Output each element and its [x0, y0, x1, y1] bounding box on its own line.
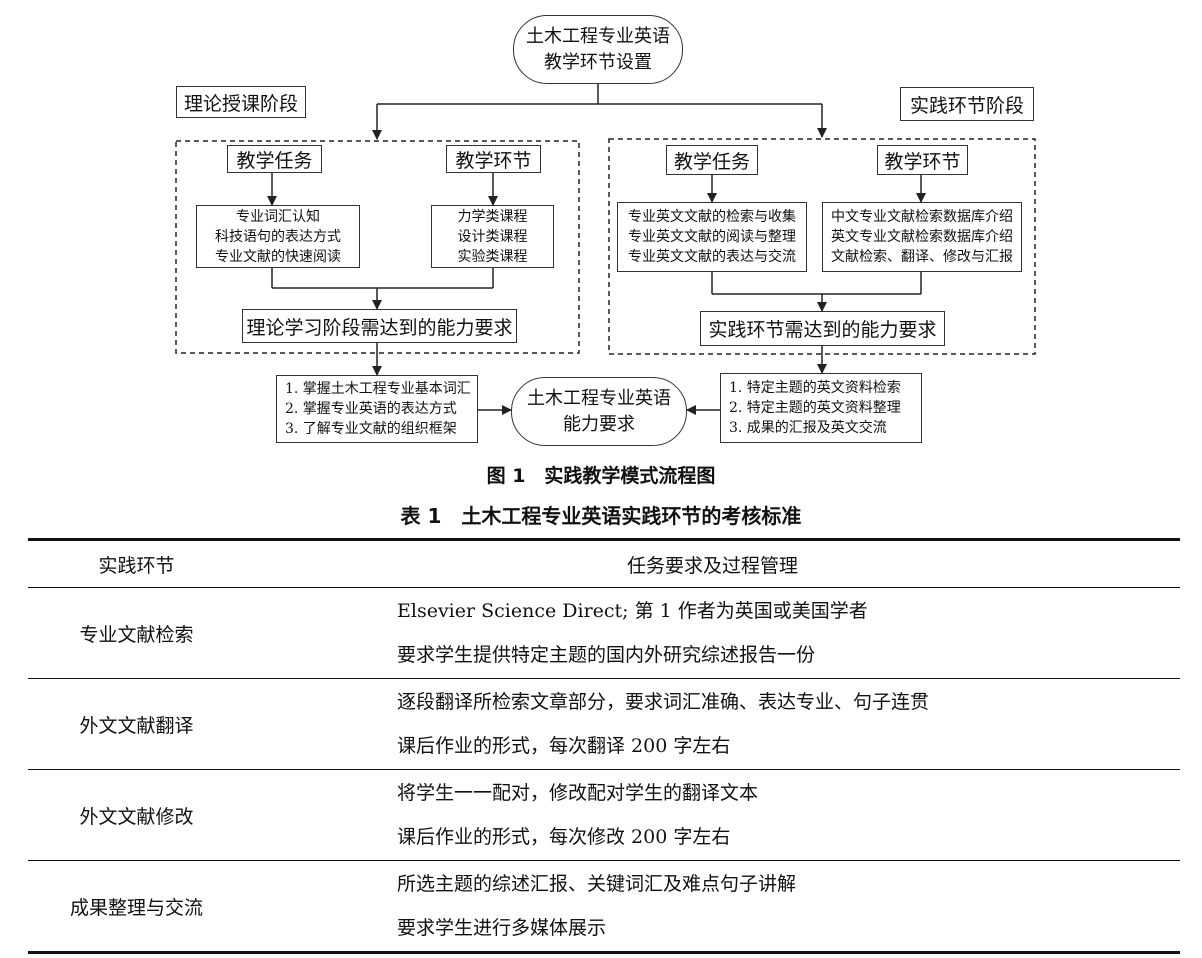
- requirement-line: 要求学生提供特定主题的国内外研究综述报告一份: [397, 644, 816, 666]
- theory-ability-box: 理论学习阶段需达到的能力要求: [242, 309, 517, 343]
- table-header-row: 实践环节 任务要求及过程管理: [28, 538, 1180, 588]
- table-row: 成果整理与交流 所选主题的综述汇报、关键词汇及难点句子讲解 要求学生进行多媒体展…: [28, 860, 1180, 954]
- requirement-line: 课后作业的形式，每次翻译 200 字左右: [397, 735, 731, 757]
- requirements-cell: 逐段翻译所检索文章部分，要求词汇准确、表达专业、句子连贯 课后作业的形式，每次翻…: [245, 678, 1180, 770]
- practice-link-item: 文献检索、翻译、修改与汇报: [831, 249, 1013, 265]
- requirement-line: 所选主题的综述汇报、关键词汇及难点句子讲解: [397, 873, 797, 895]
- ability-requirement-line2: 能力要求: [563, 413, 635, 435]
- practice-link-item: 英文专业文献检索数据库介绍: [831, 229, 1013, 245]
- course-setting-node: 土木工程专业英语 教学环节设置: [513, 15, 683, 84]
- segment-cell: 外文文献翻译: [28, 678, 245, 770]
- figure-caption: 图 1 实践教学模式流程图: [486, 465, 716, 487]
- segment-cell: 外文文献修改: [28, 769, 245, 861]
- theory-link-item: 力学类课程: [457, 208, 528, 225]
- requirement-line: 课后作业的形式，每次修改 200 字左右: [397, 826, 731, 848]
- practice-task-header: 教学任务: [666, 145, 758, 175]
- header-requirements: 任务要求及过程管理: [245, 538, 1180, 588]
- ability-requirement-node: 土木工程专业英语 能力要求: [511, 377, 687, 446]
- practice-stage-label: 实践环节阶段: [900, 87, 1034, 121]
- requirement-line: 逐段翻译所检索文章部分，要求词汇准确、表达专业、句子连贯: [397, 691, 930, 713]
- practice-ability-box: 实践环节需达到的能力要求: [700, 311, 945, 346]
- practice-requirement: 1. 特定主题的英文资料检索: [729, 380, 901, 396]
- practice-link-header: 教学环节: [877, 145, 968, 175]
- theory-task-item: 科技语句的表达方式: [215, 228, 341, 245]
- segment-cell: 专业文献检索: [28, 587, 245, 679]
- theory-task-item: 专业词汇认知: [236, 208, 320, 225]
- requirements-cell: 将学生一一配对，修改配对学生的翻译文本 课后作业的形式，每次修改 200 字左右: [245, 769, 1180, 861]
- theory-task-items: 专业词汇认知 科技语句的表达方式 专业文献的快速阅读: [196, 205, 360, 268]
- segment-cell: 成果整理与交流: [28, 860, 245, 954]
- practice-task-item: 专业英文文献的阅读与整理: [628, 229, 796, 245]
- theory-requirements: 1. 掌握土木工程专业基本词汇 2. 掌握专业英语的表达方式 3. 了解专业文献…: [276, 375, 478, 443]
- course-setting-line1: 土木工程专业英语: [526, 25, 670, 47]
- requirement-line: Elsevier Science Direct; 第 1 作者为英国或美国学者: [397, 600, 868, 622]
- theory-link-item: 实验类课程: [457, 248, 528, 265]
- practice-requirements: 1. 特定主题的英文资料检索 2. 特定主题的英文资料整理 3. 成果的汇报及英…: [720, 373, 922, 443]
- theory-stage-container: [175, 140, 580, 354]
- header-segment: 实践环节: [28, 538, 245, 588]
- practice-task-item: 专业英文文献的表达与交流: [628, 249, 796, 265]
- requirement-line: 将学生一一配对，修改配对学生的翻译文本: [397, 782, 759, 804]
- theory-requirement: 2. 掌握专业英语的表达方式: [285, 401, 457, 417]
- flowchart-connectors: [175, 84, 1036, 415]
- practice-requirement: 3. 成果的汇报及英文交流: [729, 420, 887, 436]
- practice-stage-container: [608, 138, 1036, 355]
- practice-task-items: 专业英文文献的检索与收集 专业英文文献的阅读与整理 专业英文文献的表达与交流: [617, 202, 807, 272]
- course-setting-line2: 教学环节设置: [544, 51, 652, 73]
- practice-task-item: 专业英文文献的检索与收集: [628, 209, 796, 225]
- table-row: 外文文献修改 将学生一一配对，修改配对学生的翻译文本 课后作业的形式，每次修改 …: [28, 769, 1180, 861]
- theory-link-item: 设计类课程: [457, 228, 528, 245]
- theory-link-header: 教学环节: [446, 145, 541, 173]
- theory-task-header: 教学任务: [227, 145, 322, 173]
- theory-requirement: 3. 了解专业文献的组织框架: [285, 421, 457, 437]
- theory-task-item: 专业文献的快速阅读: [215, 248, 341, 265]
- requirements-cell: 所选主题的综述汇报、关键词汇及难点句子讲解 要求学生进行多媒体展示: [245, 860, 1180, 954]
- theory-link-items: 力学类课程 设计类课程 实验类课程: [431, 205, 554, 268]
- practice-link-item: 中文专业文献检索数据库介绍: [831, 209, 1013, 225]
- requirements-cell: Elsevier Science Direct; 第 1 作者为英国或美国学者 …: [245, 587, 1180, 679]
- practice-requirement: 2. 特定主题的英文资料整理: [729, 400, 901, 416]
- table-row: 外文文献翻译 逐段翻译所检索文章部分，要求词汇准确、表达专业、句子连贯 课后作业…: [28, 678, 1180, 770]
- practice-link-items: 中文专业文献检索数据库介绍 英文专业文献检索数据库介绍 文献检索、翻译、修改与汇…: [822, 202, 1022, 272]
- requirement-line: 要求学生进行多媒体展示: [397, 917, 607, 939]
- theory-requirement: 1. 掌握土木工程专业基本词汇: [285, 381, 471, 397]
- ability-requirement-line1: 土木工程专业英语: [527, 387, 671, 409]
- table-caption: 表 1 土木工程专业英语实践环节的考核标准: [400, 504, 802, 528]
- assessment-table: 实践环节 任务要求及过程管理 专业文献检索 Elsevier Science D…: [28, 538, 1180, 954]
- theory-stage-label: 理论授课阶段: [176, 86, 306, 118]
- table-row: 专业文献检索 Elsevier Science Direct; 第 1 作者为英…: [28, 587, 1180, 679]
